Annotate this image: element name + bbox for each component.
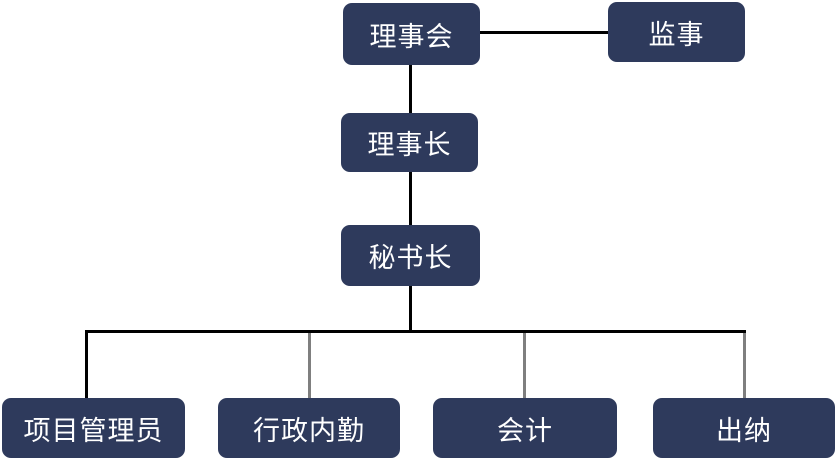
- connector-drop-admin-staff: [308, 333, 311, 398]
- connector-drop-cashier: [743, 333, 746, 398]
- org-node-accountant: 会计: [433, 398, 617, 458]
- connector-chairman-secretary: [409, 172, 412, 225]
- connector-board-supervisor: [480, 31, 608, 34]
- connector-horizontal-rail: [85, 330, 746, 333]
- connector-board-chairman: [409, 65, 412, 113]
- connector-drop-accountant: [523, 333, 526, 398]
- connector-secretary-to-rail: [409, 286, 412, 333]
- org-node-cashier: 出纳: [653, 398, 835, 458]
- connector-drop-project-manager: [85, 330, 88, 398]
- org-node-project-manager: 项目管理员: [2, 398, 185, 458]
- org-node-chairman: 理事长: [341, 113, 478, 172]
- org-node-supervisor: 监事: [608, 2, 745, 62]
- org-node-secretary-general: 秘书长: [341, 225, 480, 286]
- org-node-board: 理事会: [343, 3, 480, 65]
- org-node-admin-staff: 行政内勤: [218, 398, 400, 458]
